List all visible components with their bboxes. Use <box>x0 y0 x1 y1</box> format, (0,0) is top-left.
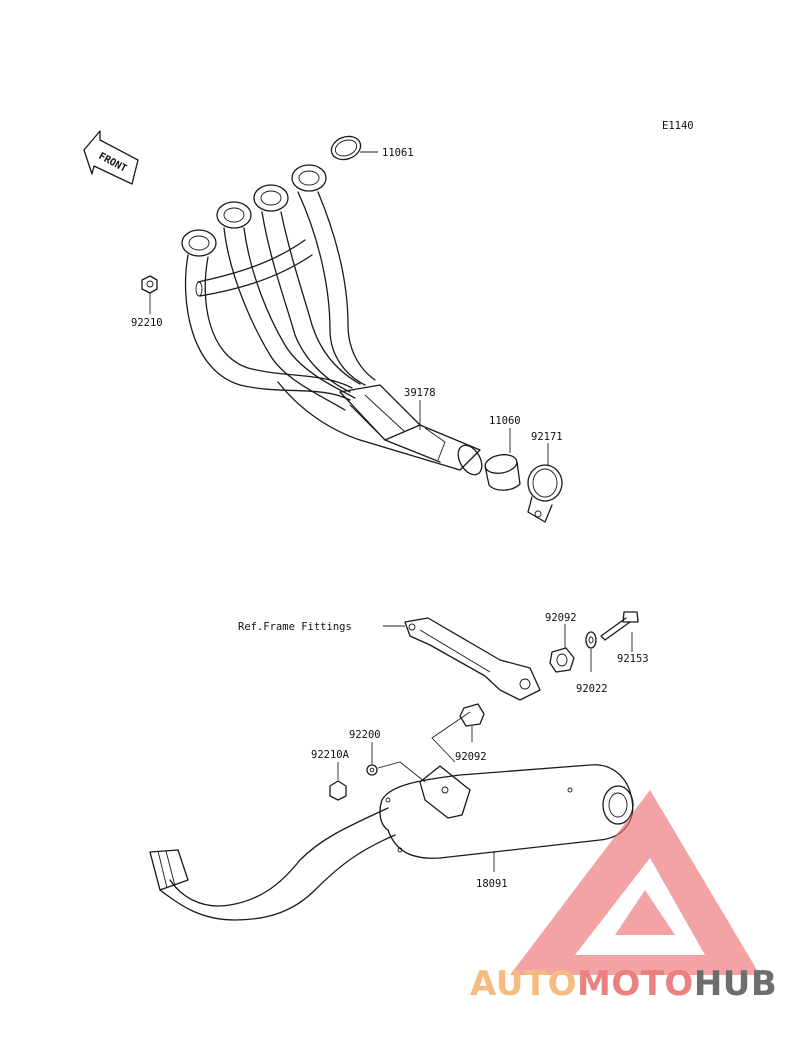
exhaust-header-pipe <box>181 135 483 476</box>
muffler <box>149 764 634 921</box>
watermark-moto: MOTO <box>577 964 694 1004</box>
nut-92210 <box>141 275 158 294</box>
leader-92200-tab <box>377 761 426 783</box>
collar-92092-upper <box>549 647 575 673</box>
watermark-logo: AUTOMOTOHUB <box>470 790 777 1004</box>
label-92200: 92200 <box>349 729 381 741</box>
diagram-code: E1140 <box>662 120 694 132</box>
label-92153: 92153 <box>617 653 649 665</box>
muffler-bracket <box>404 617 541 701</box>
leader-92092-lower-tab <box>431 711 471 763</box>
front-arrow: FRONT <box>83 130 139 185</box>
watermark-triangle-icon <box>510 790 760 975</box>
label-11061: 11061 <box>382 147 414 159</box>
label-92210: 92210 <box>131 317 163 329</box>
collar-92092-lower <box>459 703 485 727</box>
label-92022: 92022 <box>576 683 608 695</box>
bolt-92153 <box>600 611 639 641</box>
watermark-auto: AUTO <box>470 964 577 1004</box>
watermark-text: AUTOMOTOHUB <box>470 964 777 1004</box>
watermark-hub: HUB <box>694 964 777 1004</box>
exhaust-clamp <box>527 464 563 523</box>
label-92092-lower: 92092 <box>455 751 487 763</box>
label-39178: 39178 <box>404 387 436 399</box>
label-ref-frame: Ref.Frame Fittings <box>238 621 352 633</box>
washer-92200 <box>366 764 378 776</box>
exhaust-sleeve <box>484 454 521 491</box>
label-92092-upper: 92092 <box>545 612 577 624</box>
label-11060: 11060 <box>489 415 521 427</box>
washer-92022 <box>585 631 597 649</box>
front-label: FRONT <box>97 151 129 175</box>
label-92210A: 92210A <box>311 749 350 761</box>
label-92171: 92171 <box>531 431 563 443</box>
nut-92210A <box>329 780 347 801</box>
label-18091: 18091 <box>476 878 508 890</box>
